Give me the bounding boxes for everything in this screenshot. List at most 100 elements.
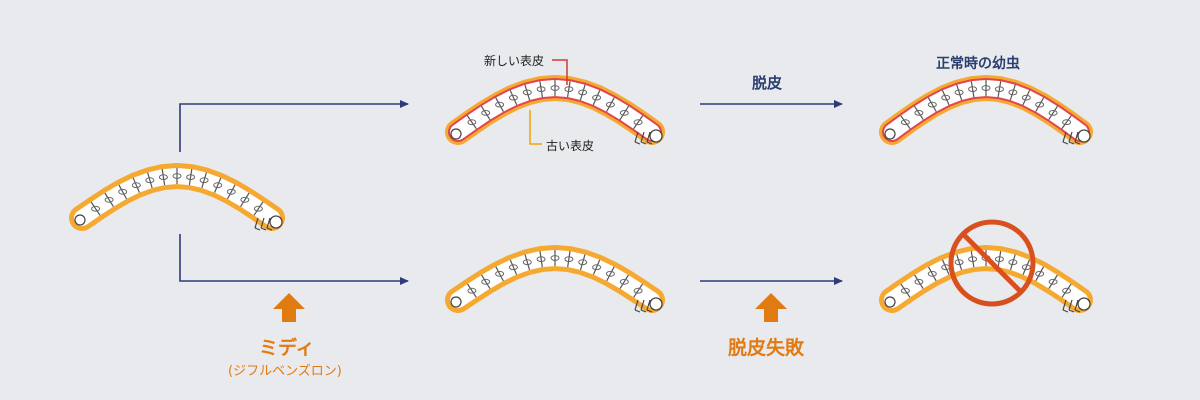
body-segment (118, 184, 128, 200)
body-segment (592, 259, 601, 275)
body-segment (240, 192, 250, 207)
body-segment (1035, 97, 1045, 112)
segment-mark (633, 119, 643, 126)
body-segment (90, 201, 101, 216)
larva-new-cuticle-forming (445, 75, 665, 145)
body-segment (913, 105, 924, 120)
segment-mark (633, 287, 643, 294)
segment-mark (1062, 119, 1072, 126)
body-segment (997, 251, 1002, 268)
segment-mark (550, 255, 560, 261)
segment-mark (495, 270, 505, 277)
larva-treated (445, 245, 665, 313)
body-segment (633, 115, 644, 130)
molting-label: 脱皮 (752, 74, 783, 92)
segment-mark (927, 270, 937, 277)
body-segment (147, 172, 153, 188)
segment-mark (495, 101, 505, 108)
segment-mark (927, 101, 937, 108)
body-segment (480, 105, 491, 121)
segment-mark (592, 264, 602, 271)
segment-mark (605, 101, 615, 108)
larva-leg (254, 217, 261, 231)
segment-mark (172, 173, 182, 179)
body-segment (1035, 266, 1045, 282)
segment-mark (158, 174, 168, 181)
larva-leg (640, 299, 647, 313)
body-segment (606, 266, 615, 282)
larva-tail (450, 128, 462, 140)
segment-mark (1008, 259, 1018, 266)
old-cuticle-leader (529, 110, 542, 145)
larva-leg (260, 217, 267, 231)
segment-mark (619, 110, 629, 116)
segment-mark (1035, 101, 1045, 108)
segment-mark (186, 174, 196, 181)
larva-normal-after-molt (879, 75, 1093, 145)
body-segment (509, 90, 518, 106)
body-segment (1048, 274, 1058, 289)
segment-mark (578, 89, 588, 96)
body-segment (927, 266, 937, 282)
body-segment (201, 172, 207, 188)
segment-mark (914, 110, 924, 116)
body-segment (188, 169, 193, 186)
segment-mark (131, 182, 141, 189)
larva-tail (74, 214, 86, 226)
segment-mark (994, 86, 1004, 92)
segment-mark (914, 278, 924, 285)
larva-leg (640, 131, 647, 145)
segment-mark (508, 94, 518, 101)
segment-mark (522, 89, 532, 96)
prohibited-icon (948, 219, 1036, 307)
new-cuticle-label: 新しい表皮 (484, 54, 545, 68)
segment-mark (536, 86, 546, 92)
body-segment (579, 84, 586, 101)
larva-tail (884, 296, 896, 308)
body-segment (161, 169, 166, 186)
midi-label: ミディ (259, 337, 315, 359)
body-segment (619, 274, 629, 289)
midi-subtitle: (ジフルベンズロン) (228, 364, 342, 379)
body-segment (214, 177, 222, 193)
branch-connectors (179, 100, 843, 285)
old-cuticle-label: 古い表皮 (546, 139, 595, 153)
larva-tail (450, 296, 462, 308)
body-segment (633, 283, 644, 298)
larva-leg (634, 131, 641, 145)
segment-mark (118, 188, 128, 195)
segment-mark (1048, 278, 1058, 285)
segment-mark (592, 94, 602, 101)
segment-mark (91, 205, 101, 212)
body-segment (226, 184, 236, 200)
molting-failure-label: 脱皮失敗 (728, 337, 805, 359)
body-segment (941, 90, 950, 106)
larva-leg (1062, 131, 1069, 145)
body-segment (253, 201, 264, 216)
segment-mark (968, 256, 978, 263)
segment-mark (981, 85, 991, 91)
segment-mark (199, 177, 209, 184)
larva-leg (1074, 131, 1081, 145)
body-segment (900, 115, 911, 130)
body-segment (1022, 90, 1031, 106)
body-segment (539, 251, 543, 268)
body-segment (956, 254, 963, 270)
lower-branch-arrow (179, 234, 409, 285)
body-segment (481, 274, 491, 289)
segment-mark (226, 188, 236, 195)
segment-mark (1062, 287, 1072, 294)
larva-head (649, 297, 663, 311)
segment-mark (1021, 94, 1031, 101)
body-segment (1009, 84, 1016, 101)
body-segment (1048, 105, 1059, 120)
segment-mark (578, 259, 588, 266)
body-segment (1009, 254, 1016, 270)
larva-leg (1068, 299, 1075, 313)
body-segment (606, 97, 615, 112)
body-segment (956, 84, 963, 101)
segment-mark (619, 278, 629, 285)
body-segment (567, 81, 571, 98)
larva-leg (1074, 299, 1081, 313)
body-segment (1061, 115, 1072, 130)
